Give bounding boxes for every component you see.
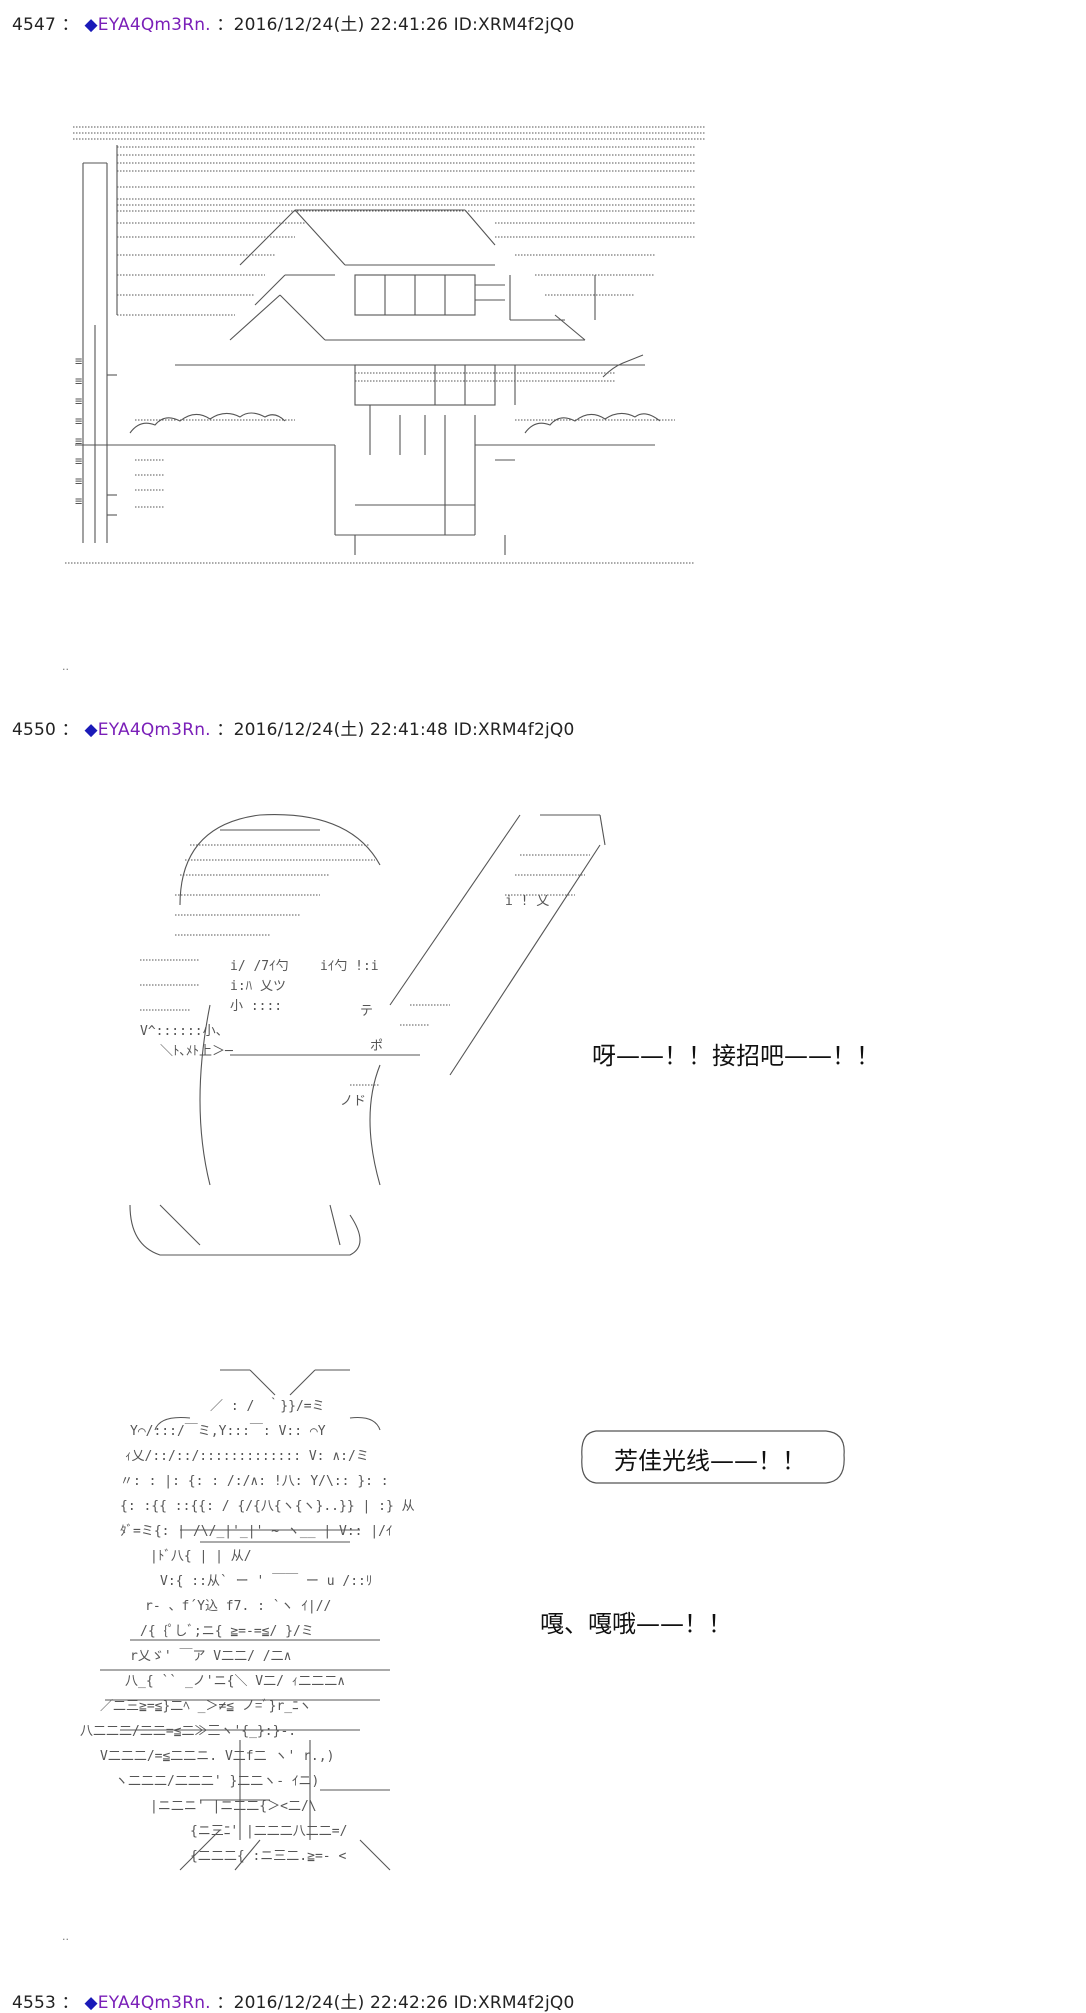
svg-text:|ニ二ニ' |ニ二二{＞<二/\: |ニ二ニ' |ニ二二{＞<二/\: [150, 1799, 317, 1814]
svg-text:八_{ `` _ノ'ニ{＼ V二/ ｨ二二二∧: 八_{ `` _ノ'ニ{＼ V二/ ｨ二二二∧: [125, 1674, 345, 1689]
post-separator: ：: [56, 1993, 85, 2013]
ellipsis-mark: ..: [62, 1930, 69, 1943]
svg-text:r乂ゞ' ￣ア V二二/ /二∧: r乂ゞ' ￣ア V二二/ /二∧: [130, 1649, 291, 1664]
trip-diamond-icon: ◆: [84, 720, 98, 740]
svg-text:{: :{{ ::{{: / {/{八{ヽ{ヽ}..}} |: {: :{{ ::{{: / {/{八{ヽ{ヽ}..}} | :} 从: [120, 1499, 415, 1514]
speech-bubble: [576, 1425, 852, 1489]
svg-text:i/ /7ｲ勺: i/ /7ｲ勺: [230, 959, 289, 974]
svg-text:≡: ≡: [75, 354, 82, 368]
post-number: 4553: [12, 1993, 57, 2013]
svg-text:／二三≧=≦}二ﾍ _＞≠≦ ノ=ﾞ}r_ﾆヽ: ／二三≧=≦}二ﾍ _＞≠≦ ノ=ﾞ}r_ﾆヽ: [100, 1699, 312, 1714]
svg-text:小 ::::: 小 ::::: [230, 999, 282, 1014]
post-separator: ：: [56, 15, 85, 35]
post-separator: ：: [56, 720, 85, 740]
svg-text:i ! 乂: i ! 乂: [505, 894, 549, 909]
svg-text:ノド: ノド: [340, 1094, 366, 1109]
svg-text:|ﾄﾞ八{ | | 从/: |ﾄﾞ八{ | | 从/: [150, 1549, 252, 1564]
svg-text:八二二二/二二=≦二≫三ヽ'{_}:}-.: 八二二二/二二=≦二≫三ヽ'{_}:}-.: [80, 1724, 296, 1739]
svg-text:V:{ ::从` ー ' ￣￣ ー u /::ﾘ: V:{ ::从` ー ' ￣￣ ー u /::ﾘ: [160, 1574, 372, 1589]
svg-text:ｨ乂/::/::/::::::::::::: V: ∧:/ミ: ｨ乂/::/::/::::::::::::: V: ∧:/ミ: [125, 1449, 369, 1464]
svg-text:ポ: ポ: [370, 1039, 383, 1054]
svg-text:/{ {ﾟしﾞ;ニ{ ≧=-=≦/ }/ミ: /{ {ﾟしﾞ;ニ{ ≧=-=≦/ }/ミ: [140, 1624, 314, 1639]
svg-text:≡: ≡: [75, 454, 82, 468]
poster-trip[interactable]: EYA4Qm3Rn.: [97, 15, 211, 35]
bubble-text: 芳佳光线——！！: [614, 1447, 806, 1475]
svg-text:{ニ三ﾆ' |二二二八二二=/: {ニ三ﾆ' |二二二八二二=/: [190, 1824, 347, 1839]
svg-text:V^::::::小、: V^::::::小、: [140, 1024, 229, 1039]
svg-text:≡: ≡: [75, 374, 82, 388]
post-meta: ：2016/12/24(土) 22:42:26 ID:XRM4f2jQ0: [210, 1993, 575, 2013]
trip-diamond-icon: ◆: [84, 15, 98, 35]
post-meta: ：2016/12/24(土) 22:41:48 ID:XRM4f2jQ0: [210, 720, 575, 740]
post-header: 4553 ： ◆EYA4Qm3Rn. ：2016/12/24(土) 22:42:…: [12, 1988, 574, 2013]
svg-text:{二二二{ :ニ三二.≧=- <: {二二二{ :ニ三二.≧=- <: [190, 1849, 346, 1864]
svg-text:≡: ≡: [75, 494, 82, 508]
svg-text:ヽ二二二/二二二' }二二ヽ- ｲニ): ヽ二二二/二二二' }二二ヽ- ｲニ): [115, 1774, 319, 1789]
svg-text:≡: ≡: [75, 394, 82, 408]
ellipsis-mark: ..: [62, 660, 69, 673]
poster-trip[interactable]: EYA4Qm3Rn.: [97, 1993, 211, 2013]
ascii-art-character-raising-arm: i/ /7ｲ勺 iｲ勺 !:i i:ﾊ 乂ツ 小 :::: V^::::::小、…: [120, 785, 620, 1275]
svg-text:iｲ勺 !:i: iｲ勺 !:i: [320, 959, 379, 974]
post-number: 4547: [12, 15, 57, 35]
svg-text:ﾀﾞ=ミ{: | /\/_|'_|' ~ ヽ__ | V:: ﾀﾞ=ミ{: | /\/_|'_|' ~ ヽ__ | V:: |/ｲ: [120, 1524, 392, 1539]
poster-trip[interactable]: EYA4Qm3Rn.: [97, 720, 211, 740]
svg-text:V二二二/=≦二二ニ. V二f二 ヽ' r.,): V二二二/=≦二二ニ. V二f二 ヽ' r.,): [100, 1749, 334, 1764]
svg-text:i:ﾊ 乂ツ: i:ﾊ 乂ツ: [230, 979, 286, 994]
ascii-art-house: ≡ ≡ ≡ ≡ ≡ ≡ ≡ ≡: [55, 115, 715, 575]
dialog-line: 呀——！！接招吧——！！: [592, 1042, 880, 1070]
post-meta: ：2016/12/24(土) 22:41:26 ID:XRM4f2jQ0: [210, 15, 575, 35]
svg-text:≡: ≡: [75, 474, 82, 488]
svg-text:≡: ≡: [75, 434, 82, 448]
svg-text:Y⌒/:::/￣ミ,Y:::￣: V:: ⌒Y: Y⌒/:::/￣ミ,Y:::￣: V:: ⌒Y: [130, 1424, 326, 1439]
svg-text:テ: テ: [360, 1004, 373, 1019]
svg-text:＼ﾄ､ﾒﾄ上＞─: ＼ﾄ､ﾒﾄ上＞─: [160, 1044, 233, 1059]
ascii-art-character-attacked: ／ : / ｀}}/=ミ Y⌒/:::/￣ミ,Y:::￣: V:: ⌒Y ｨ乂/…: [60, 1360, 480, 1880]
svg-text:≡: ≡: [75, 414, 82, 428]
post-header: 4547 ： ◆EYA4Qm3Rn. ：2016/12/24(土) 22:41:…: [12, 10, 574, 35]
dialog-line: 嘎、嘎哦——！！: [540, 1610, 732, 1638]
post-header: 4550 ： ◆EYA4Qm3Rn. ：2016/12/24(土) 22:41:…: [12, 715, 574, 740]
svg-text:〃: : |: {: : /:/∧: !八: Y/\:: }: 〃: : |: {: : /:/∧: !八: Y/\:: }: :: [120, 1474, 389, 1489]
post-number: 4550: [12, 720, 57, 740]
svg-text:／ : / ｀}}/=ミ: ／ : / ｀}}/=ミ: [210, 1397, 325, 1414]
svg-text:r- 、f´Y込 f7. : `ヽ ｲ|//: r- 、f´Y込 f7. : `ヽ ｲ|//: [145, 1599, 331, 1614]
trip-diamond-icon: ◆: [84, 1993, 98, 2013]
